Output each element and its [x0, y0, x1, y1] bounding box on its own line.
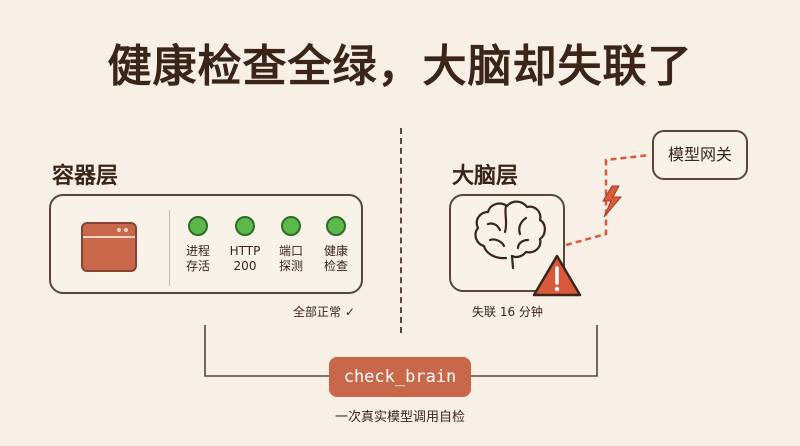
- check-label: 端口 探测: [278, 244, 303, 273]
- check-brain-button[interactable]: check_brain: [329, 357, 471, 397]
- check-http-200: HTTP 200: [223, 216, 267, 274]
- layer-divider: [400, 128, 402, 333]
- model-gateway-box: 模型网关: [652, 130, 748, 180]
- green-status-light-icon: [188, 216, 208, 236]
- check-label: 健康 检查: [323, 244, 348, 273]
- warning-icon: [532, 254, 582, 297]
- container-separator: [169, 210, 170, 286]
- green-status-light-icon: [235, 216, 255, 236]
- brain-layer-label: 大脑层: [452, 164, 519, 189]
- page-title: 健康检查全绿，大脑却失联了: [107, 41, 693, 92]
- check-process-alive: 进程 存活: [176, 216, 220, 274]
- brain-status: 失联 16 分钟: [472, 305, 543, 319]
- container-layer-label: 容器层: [52, 164, 119, 189]
- container-layer-box: 进程 存活 HTTP 200 端口 探测 健康 检查: [49, 194, 363, 294]
- broken-link-line: [565, 153, 651, 247]
- brain-icon: [474, 200, 546, 270]
- lightning-icon: [602, 185, 623, 218]
- self-check-caption: 一次真实模型调用自检: [334, 410, 465, 425]
- app-window-icon: [81, 222, 137, 272]
- check-label: HTTP 200: [229, 244, 261, 273]
- self-check-bracket: [204, 325, 598, 377]
- check-label: 进程 存活: [185, 244, 210, 273]
- check-health-check: 健康 检查: [314, 216, 358, 274]
- container-status: 全部正常 ✓: [293, 305, 355, 319]
- green-status-light-icon: [326, 216, 346, 236]
- check-port-probe: 端口 探测: [269, 216, 313, 274]
- green-status-light-icon: [281, 216, 301, 236]
